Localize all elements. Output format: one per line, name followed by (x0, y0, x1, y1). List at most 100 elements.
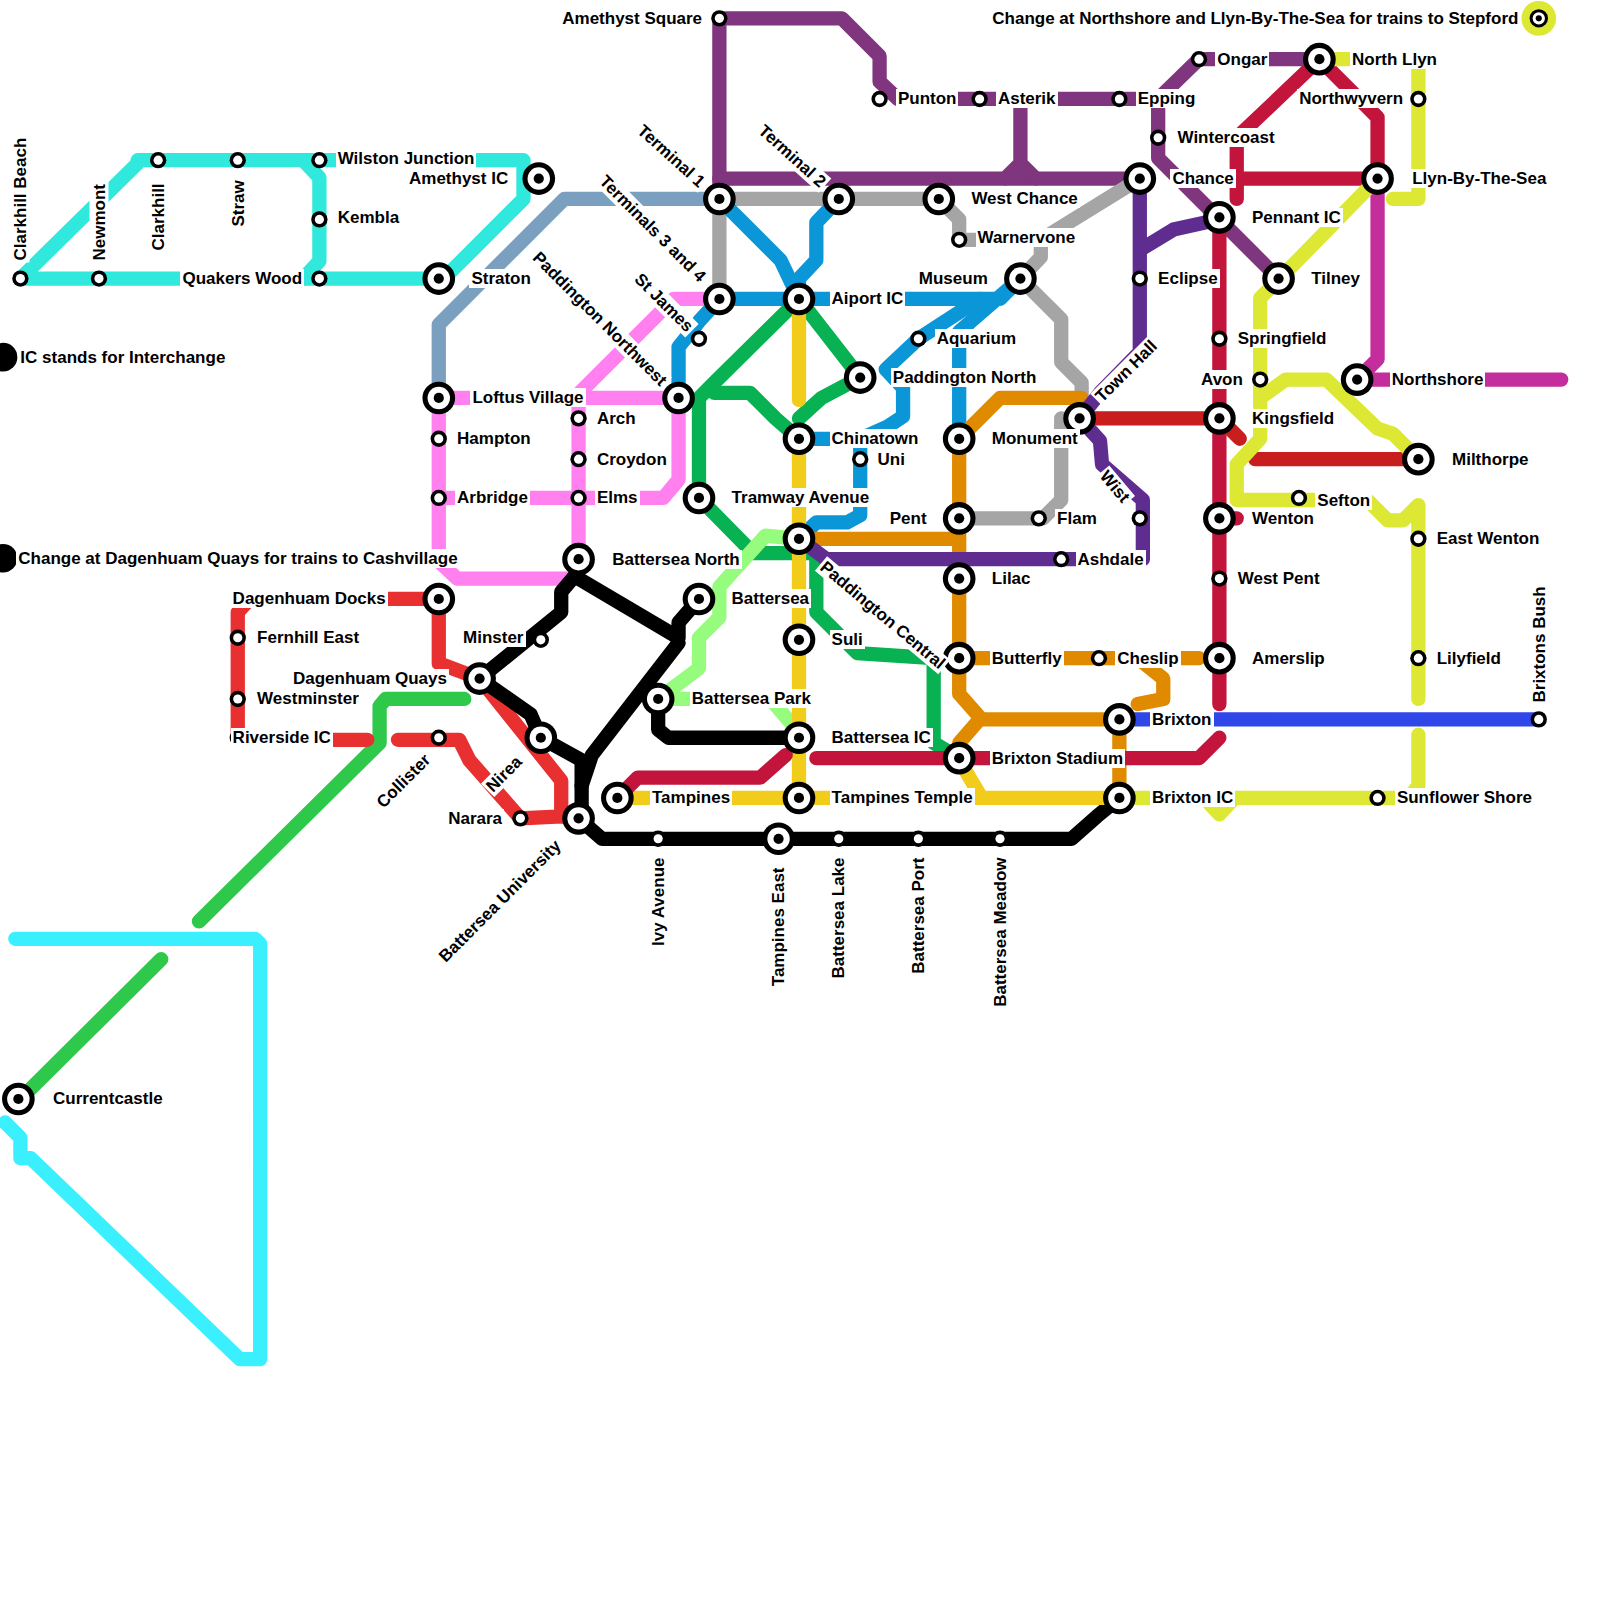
station-label: Eclipse (1156, 269, 1220, 288)
interchange-marker (573, 813, 583, 823)
station-label: Town Hall (1090, 335, 1162, 407)
interchange-marker (1303, 43, 1336, 76)
interchange-marker (822, 183, 855, 216)
cyan-line (5, 939, 260, 1359)
station-marker (1135, 514, 1144, 523)
interchange-marker (1103, 703, 1136, 736)
purple-line (719, 171, 1139, 185)
station-marker (431, 730, 447, 746)
interchange-marker (567, 548, 589, 570)
interchange-marker (794, 434, 804, 444)
interchange-marker (688, 487, 710, 509)
purple-line (1005, 99, 1036, 179)
interchange-marker (943, 742, 976, 775)
interchange-marker (1114, 793, 1124, 803)
interchange-marker (849, 366, 871, 388)
green-line (714, 299, 860, 439)
station-label: Asterik (996, 89, 1058, 108)
station-label: Nirea (481, 750, 527, 796)
interchange-marker (1103, 782, 1136, 815)
interchange-marker (762, 822, 795, 855)
interchange-marker (662, 382, 695, 415)
station-marker (1215, 334, 1224, 343)
station-marker (910, 831, 926, 847)
station-marker (574, 414, 583, 423)
station-marker (94, 274, 103, 283)
interchange-marker (948, 747, 970, 769)
interchange-marker (536, 733, 546, 743)
station-marker (831, 831, 847, 847)
interchange-marker (1372, 173, 1382, 183)
station-marker (512, 810, 528, 826)
station-label: Dagenhuam Docks (231, 589, 388, 608)
interchange-marker (1402, 443, 1435, 476)
station-marker (1132, 270, 1148, 286)
station-label: Llyn-By-The-Sea (1410, 169, 1548, 188)
interchange-marker (522, 162, 555, 195)
station-marker (1369, 790, 1385, 806)
station-label: Battersea Meadow (991, 855, 1010, 1008)
interchange-marker (1214, 413, 1224, 423)
station-label: Westminster (255, 689, 361, 708)
station-label: Aiport IC (830, 289, 906, 308)
interchange-marker (1314, 54, 1324, 64)
interchange-marker (2, 1083, 35, 1116)
station-marker (570, 451, 586, 467)
interchange-marker (428, 387, 450, 409)
station-label: Fernhill East (255, 628, 361, 647)
station-marker (852, 451, 868, 467)
interchange-marker (1108, 708, 1130, 730)
station-marker (914, 334, 923, 343)
station-marker (1191, 51, 1207, 67)
interchange-marker (667, 387, 689, 409)
station-label: Sunflower Shore (1395, 788, 1534, 807)
station-marker (431, 431, 447, 447)
interchange-marker (1108, 787, 1130, 809)
note-marker (1521, 1, 1556, 36)
interchange-marker (794, 793, 804, 803)
interchange-marker (428, 267, 450, 289)
interchange-marker (434, 393, 444, 403)
station-marker (230, 630, 246, 646)
interchange-marker (1123, 162, 1156, 195)
station-label: Battersea Port (909, 855, 928, 975)
interchange-marker (1214, 653, 1224, 663)
interchange-marker (954, 653, 964, 663)
station-marker (1115, 94, 1124, 103)
interchange-marker (943, 562, 976, 595)
station-label: Paddington Northwest (528, 247, 672, 391)
station-label: Sefton (1315, 491, 1372, 510)
interchange-marker (694, 594, 704, 604)
station-label: Paddington Central (815, 556, 950, 674)
station-label: Kembla (336, 208, 401, 227)
interchange-marker (703, 283, 736, 316)
station-marker (536, 635, 545, 644)
interchange-marker (601, 782, 634, 815)
station-marker (1111, 91, 1127, 107)
interchange-marker (788, 288, 810, 310)
station-marker (1034, 514, 1043, 523)
station-marker (1291, 490, 1307, 506)
interchange-marker (562, 543, 595, 576)
green-line (199, 699, 464, 921)
interchange-marker (1214, 212, 1224, 222)
station-label: Paddington North (891, 368, 1039, 387)
blue-line (719, 199, 838, 299)
station-label: Tramway Avenue (730, 488, 872, 507)
station-marker (1194, 55, 1203, 64)
station-marker (1256, 375, 1265, 384)
station-label: West Chance (969, 189, 1079, 208)
interchange-marker (1129, 167, 1151, 189)
station-marker (1215, 574, 1224, 583)
station-label: Collister (371, 748, 435, 812)
station-marker (1373, 793, 1382, 802)
station-label: Quakers Wood (180, 269, 304, 288)
interchange-marker (783, 721, 816, 754)
purple-line (719, 18, 1319, 199)
station-marker (1414, 654, 1423, 663)
interchange-marker (694, 493, 704, 503)
station-label: Ivy Avenue (649, 855, 668, 948)
interchange-marker (767, 828, 789, 850)
station-label: Croydon (595, 450, 669, 469)
interchange-marker (954, 573, 964, 583)
